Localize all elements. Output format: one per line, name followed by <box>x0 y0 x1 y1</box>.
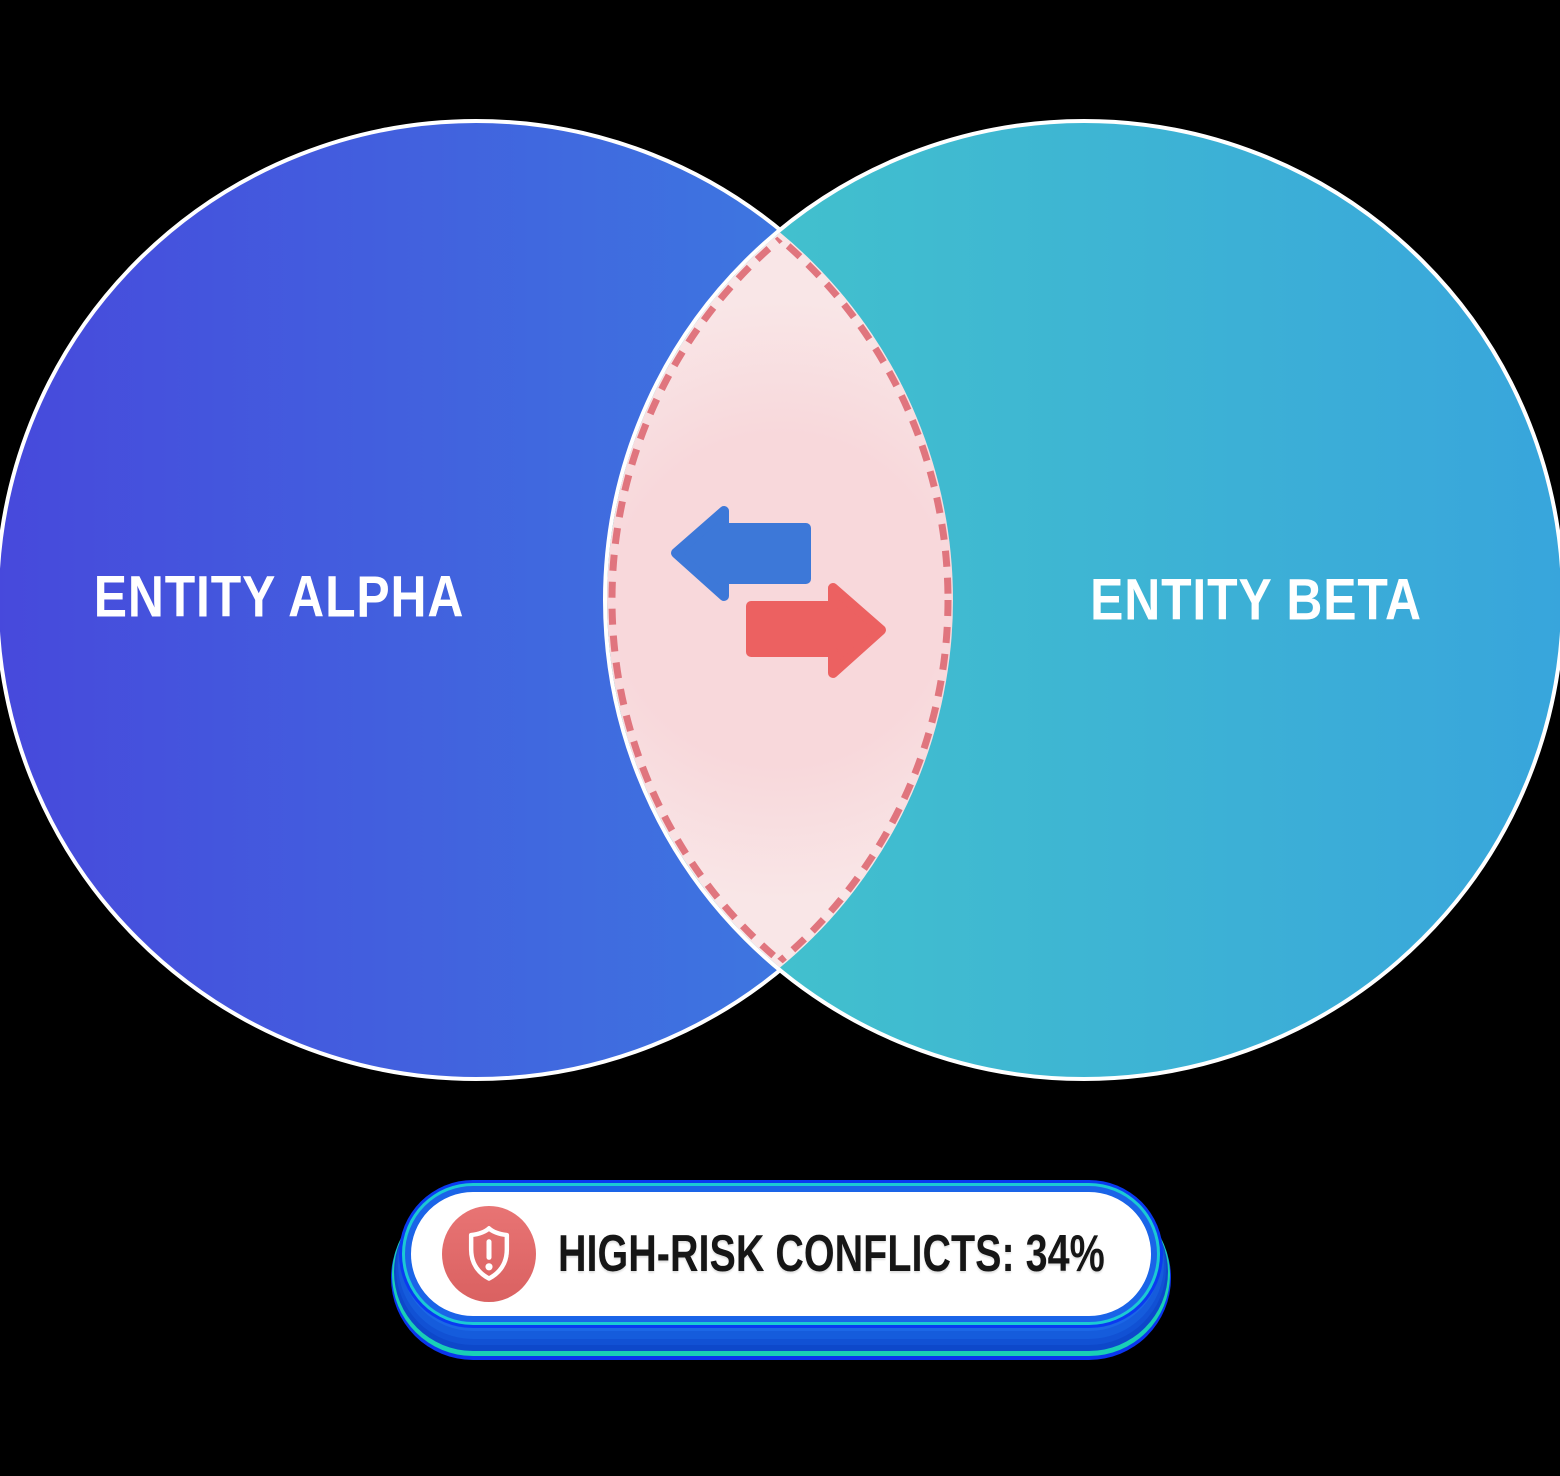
overlap-dashed-border-right-arc <box>612 128 952 1072</box>
risk-badge-icon-circle <box>442 1206 536 1302</box>
risk-badge-label: HIGH-RISK CONFLICTS: 34% <box>558 1225 1105 1283</box>
overlap-region <box>607 123 953 1077</box>
risk-badge: HIGH-RISK CONFLICTS: 34% <box>405 1186 1157 1322</box>
arrow-left-icon <box>671 506 811 601</box>
entity-alpha-label: ENTITY ALPHA <box>93 564 465 630</box>
arrow-right-icon <box>746 583 886 678</box>
shield-alert-icon <box>468 1226 510 1281</box>
entity-beta-label: ENTITY BETA <box>1090 567 1422 633</box>
